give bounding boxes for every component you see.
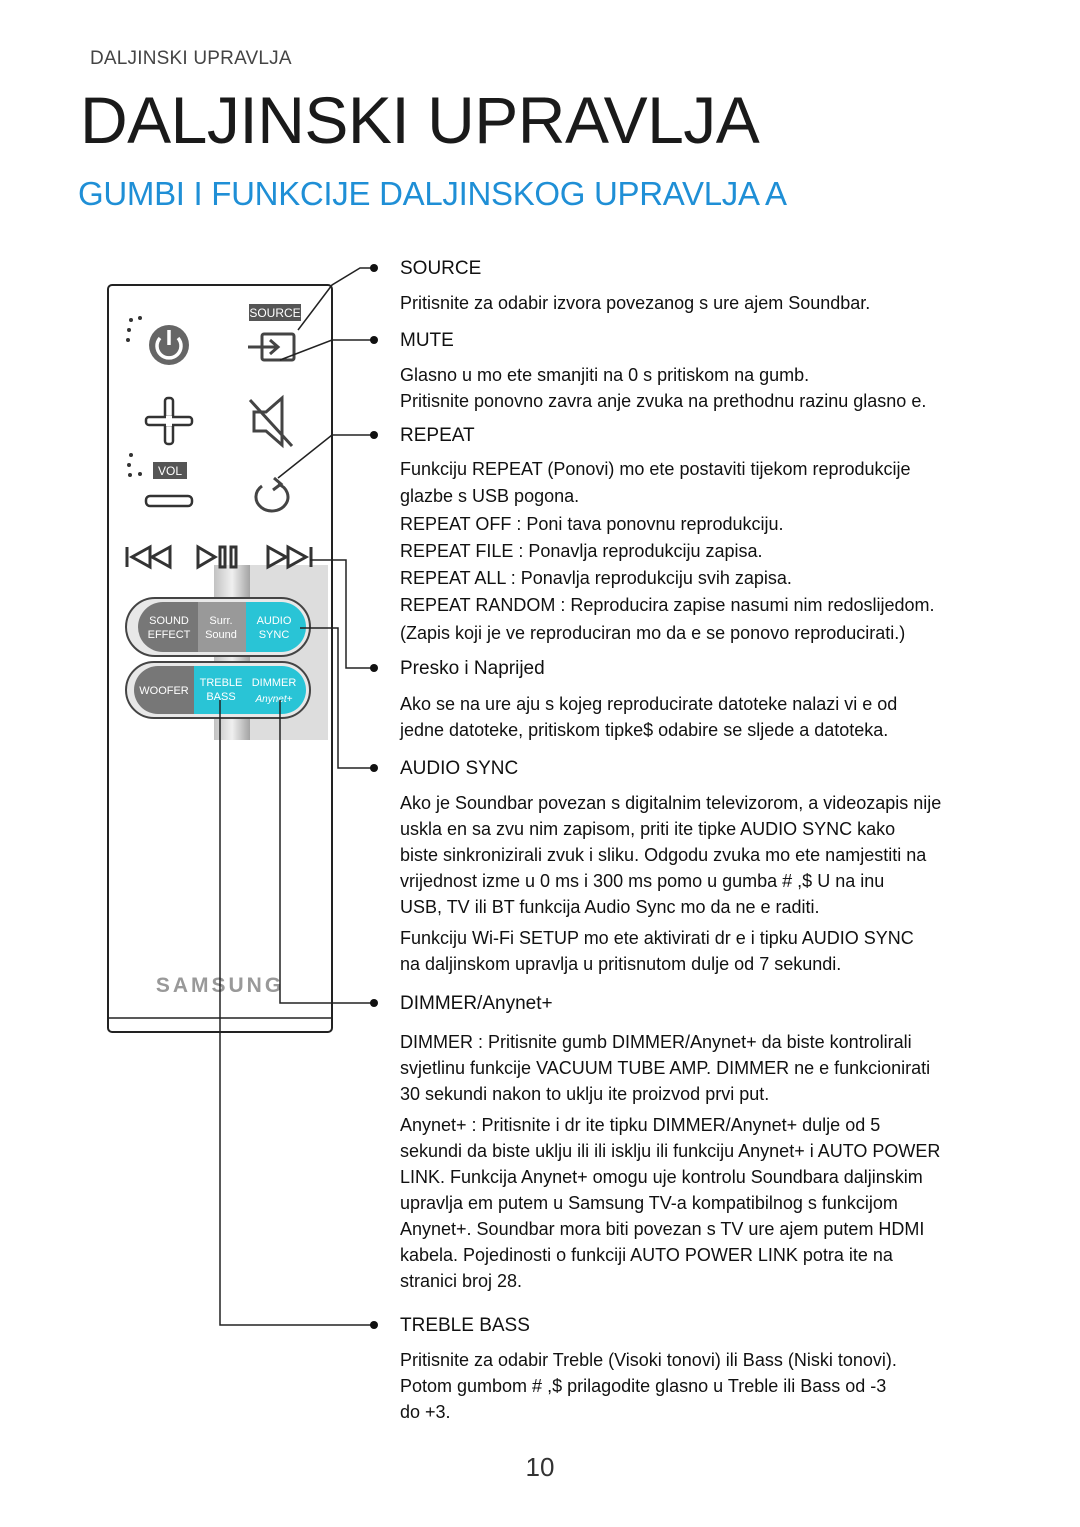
mute-title: MUTE xyxy=(400,330,454,351)
audio-sync-title: AUDIO SYNC xyxy=(400,758,519,779)
source-icon xyxy=(248,332,296,362)
surr-label-1: Surr. xyxy=(209,615,232,627)
page-number: 10 xyxy=(525,1452,555,1482)
anynet-label: Anynet+ xyxy=(255,694,293,705)
dimmer-description: DIMMER : Pritisnite gumb DIMMER/Anynet+ … xyxy=(400,1032,931,1104)
bullet-dot xyxy=(370,336,378,344)
volume-up-icon xyxy=(144,396,194,446)
mute-icon xyxy=(248,394,294,449)
bullet-dot xyxy=(370,1321,378,1329)
repeat-title: REPEAT xyxy=(400,425,475,446)
repeat-description: Funkciju REPEAT (Ponovi) mo ete postavit… xyxy=(400,459,935,643)
dimmer-title: DIMMER/Anynet+ xyxy=(400,993,553,1014)
bullet-dot xyxy=(370,764,378,772)
treble-bass-title: TREBLE BASS xyxy=(400,1315,530,1336)
bullet-dot xyxy=(370,431,378,439)
bass-label: BASS xyxy=(206,691,235,703)
page-title: DALJINSKI UPRAVLJA xyxy=(80,83,760,157)
previous-icon xyxy=(125,544,172,570)
dimmer-label: DIMMER xyxy=(252,677,297,689)
repeat-icon xyxy=(254,476,290,513)
bullet-dot xyxy=(370,999,378,1007)
skip-title: Presko i Naprijed xyxy=(400,658,545,679)
section-header: DALJINSKI UPRAVLJA xyxy=(90,48,292,69)
samsung-logo: SAMSUNG xyxy=(156,974,284,997)
treble-label: TREBLE xyxy=(200,677,243,689)
bullet-dot xyxy=(370,664,378,672)
section-subtitle: GUMBI I FUNKCIJE DALJINSKOG UPRAVLJA A xyxy=(78,175,787,212)
anynet-description: Anynet+ : Pritisnite i dr ite tipku DIMM… xyxy=(400,1115,941,1291)
vol-label: VOL xyxy=(158,464,182,478)
audio-sync-description: Ako je Soundbar povezan s digitalnim tel… xyxy=(400,793,942,917)
source-label: SOURCE xyxy=(249,306,300,320)
remote-diagram: SOURCE VOL SOUND EFFECT xyxy=(107,267,374,1326)
mute-description: Glasno u mo ete smanjiti na 0 s pritisko… xyxy=(400,365,927,411)
audio-sync-wifi-note: Funkciju Wi-Fi SETUP mo ete aktivirati d… xyxy=(400,928,914,974)
source-title: SOURCE xyxy=(400,258,482,279)
next-icon xyxy=(266,544,313,570)
sound-effect-label-1: SOUND xyxy=(149,615,189,627)
bullet-dot xyxy=(370,264,378,272)
source-description: Pritisnite za odabir izvora povezanog s … xyxy=(400,293,871,313)
skip-description: Ako se na ure aju s kojeg reproducirate … xyxy=(400,694,898,740)
audio-sync-label-2: SYNC xyxy=(259,629,290,641)
treble-bass-description: Pritisnite za odabir Treble (Visoki tono… xyxy=(400,1350,897,1422)
surr-label-2: Sound xyxy=(205,629,237,641)
power-icon xyxy=(149,325,189,365)
play-pause-icon xyxy=(196,544,238,570)
leader-lines xyxy=(219,267,374,1326)
audio-sync-label-1: AUDIO xyxy=(257,615,292,627)
woofer-label: WOOFER xyxy=(139,685,189,697)
sound-effect-label-2: EFFECT xyxy=(148,629,191,641)
volume-down-icon xyxy=(144,494,194,508)
